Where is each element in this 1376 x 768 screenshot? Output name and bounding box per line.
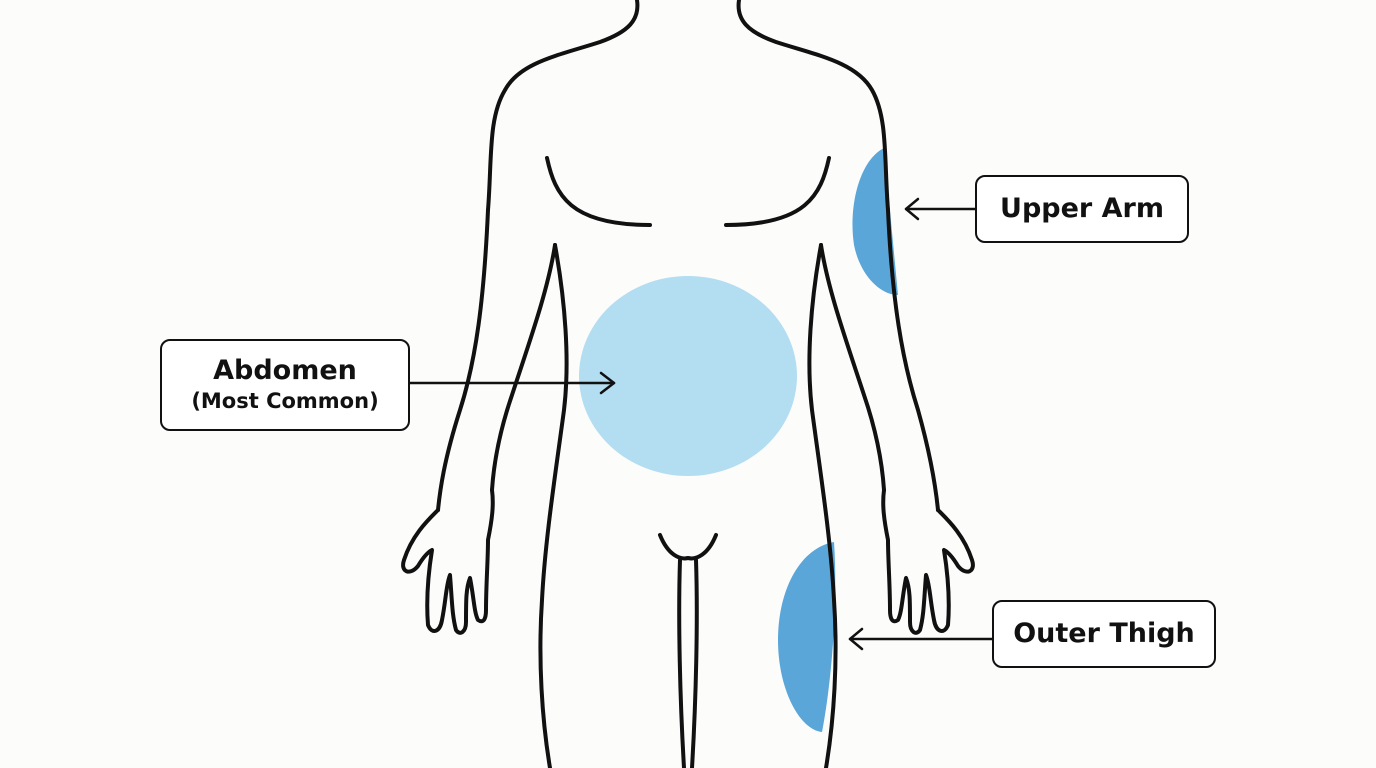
abdomen-title: Abdomen [213, 355, 357, 386]
upper-arm-title: Upper Arm [1000, 193, 1164, 224]
outer-thigh-label: Outer Thigh [992, 600, 1216, 668]
abdomen-zone [579, 276, 797, 476]
upper-arm-label: Upper Arm [975, 175, 1189, 243]
outer-thigh-title: Outer Thigh [1013, 618, 1195, 649]
outer-thigh-zone [778, 542, 836, 732]
outer-thigh-arrow-icon [848, 627, 994, 651]
upper-arm-arrow-icon [904, 197, 977, 221]
abdomen-label: Abdomen (Most Common) [160, 339, 410, 431]
abdomen-subtitle: (Most Common) [191, 389, 379, 413]
human-body-outline-icon [401, 0, 975, 768]
abdomen-arrow-icon [408, 371, 616, 395]
